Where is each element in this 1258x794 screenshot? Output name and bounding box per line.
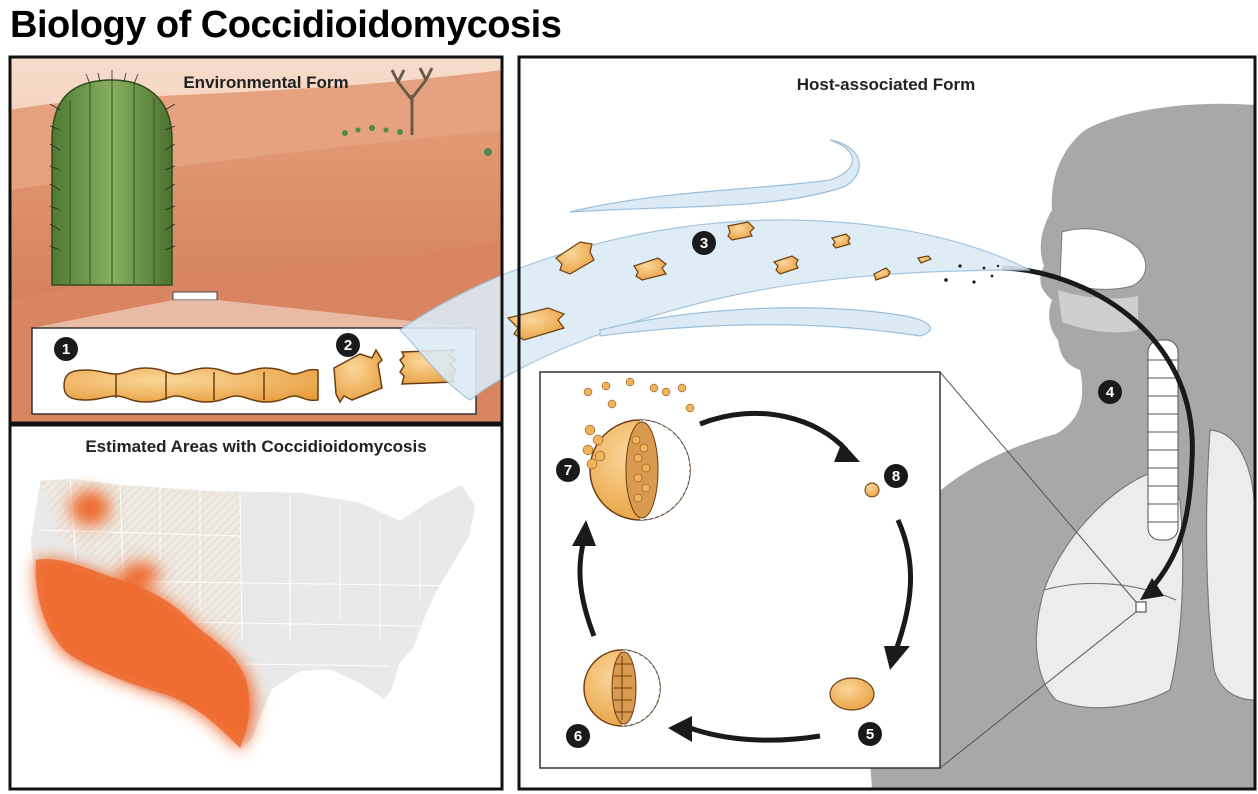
svg-text:1: 1 [62,341,70,358]
wind-stream [399,139,1031,401]
svg-text:8: 8 [892,468,900,485]
lungs-icon [1035,429,1256,709]
step-1-badge: 1 [54,337,78,361]
developing-spherule-icon [583,649,661,727]
page-title: Biology of Coccidioidomycosis [10,4,562,46]
spherule-icon [582,377,695,521]
host-panel: Host-associated Form [399,57,1256,789]
endospore-icon [864,482,880,498]
airborne-spores [506,221,933,341]
us-map-icon [29,477,477,752]
map-label: Estimated Areas with Coccidioidomycosis [85,437,426,456]
joshua-tree-icon [390,67,434,135]
step-4-badge: 4 [1098,380,1122,404]
cycle-arrowheads [572,442,910,742]
round-spore-icon [829,677,875,711]
step-8-badge: 8 [884,464,908,488]
step-3-badge: 3 [692,231,716,255]
inhalation-arrow-icon [1001,265,1195,592]
step-2-badge: 2 [336,333,360,357]
step-7-badge: 7 [556,458,580,482]
shrubs-icon [342,125,492,156]
trachea-icon [1147,339,1179,541]
host-label: Host-associated Form [797,75,976,94]
step-badges: 1 2 3 4 5 6 7 8 [54,231,1122,748]
svg-text:3: 3 [700,235,708,252]
life-cycle-inset [539,371,941,769]
svg-text:4: 4 [1106,384,1115,401]
hyphae-chain [63,367,319,403]
spore-particles [944,264,1000,284]
svg-text:5: 5 [866,726,874,743]
inhalation-arrowhead-icon [1140,578,1164,600]
map-panel: Estimated Areas with Coccidioidomycosis [10,425,502,789]
environmental-label: Environmental Form [183,73,348,92]
environmental-border [8,55,504,425]
alveolus-marker [1135,601,1147,613]
svg-text:6: 6 [574,728,582,745]
map-border [8,423,504,791]
host-border [517,55,1257,791]
step-6-badge: 6 [566,724,590,748]
cactus-icon [49,70,176,286]
svg-text:2: 2 [344,337,352,354]
environmental-panel: Environmental Form [10,57,502,423]
svg-text:7: 7 [564,462,572,479]
step-5-badge: 5 [858,722,882,746]
